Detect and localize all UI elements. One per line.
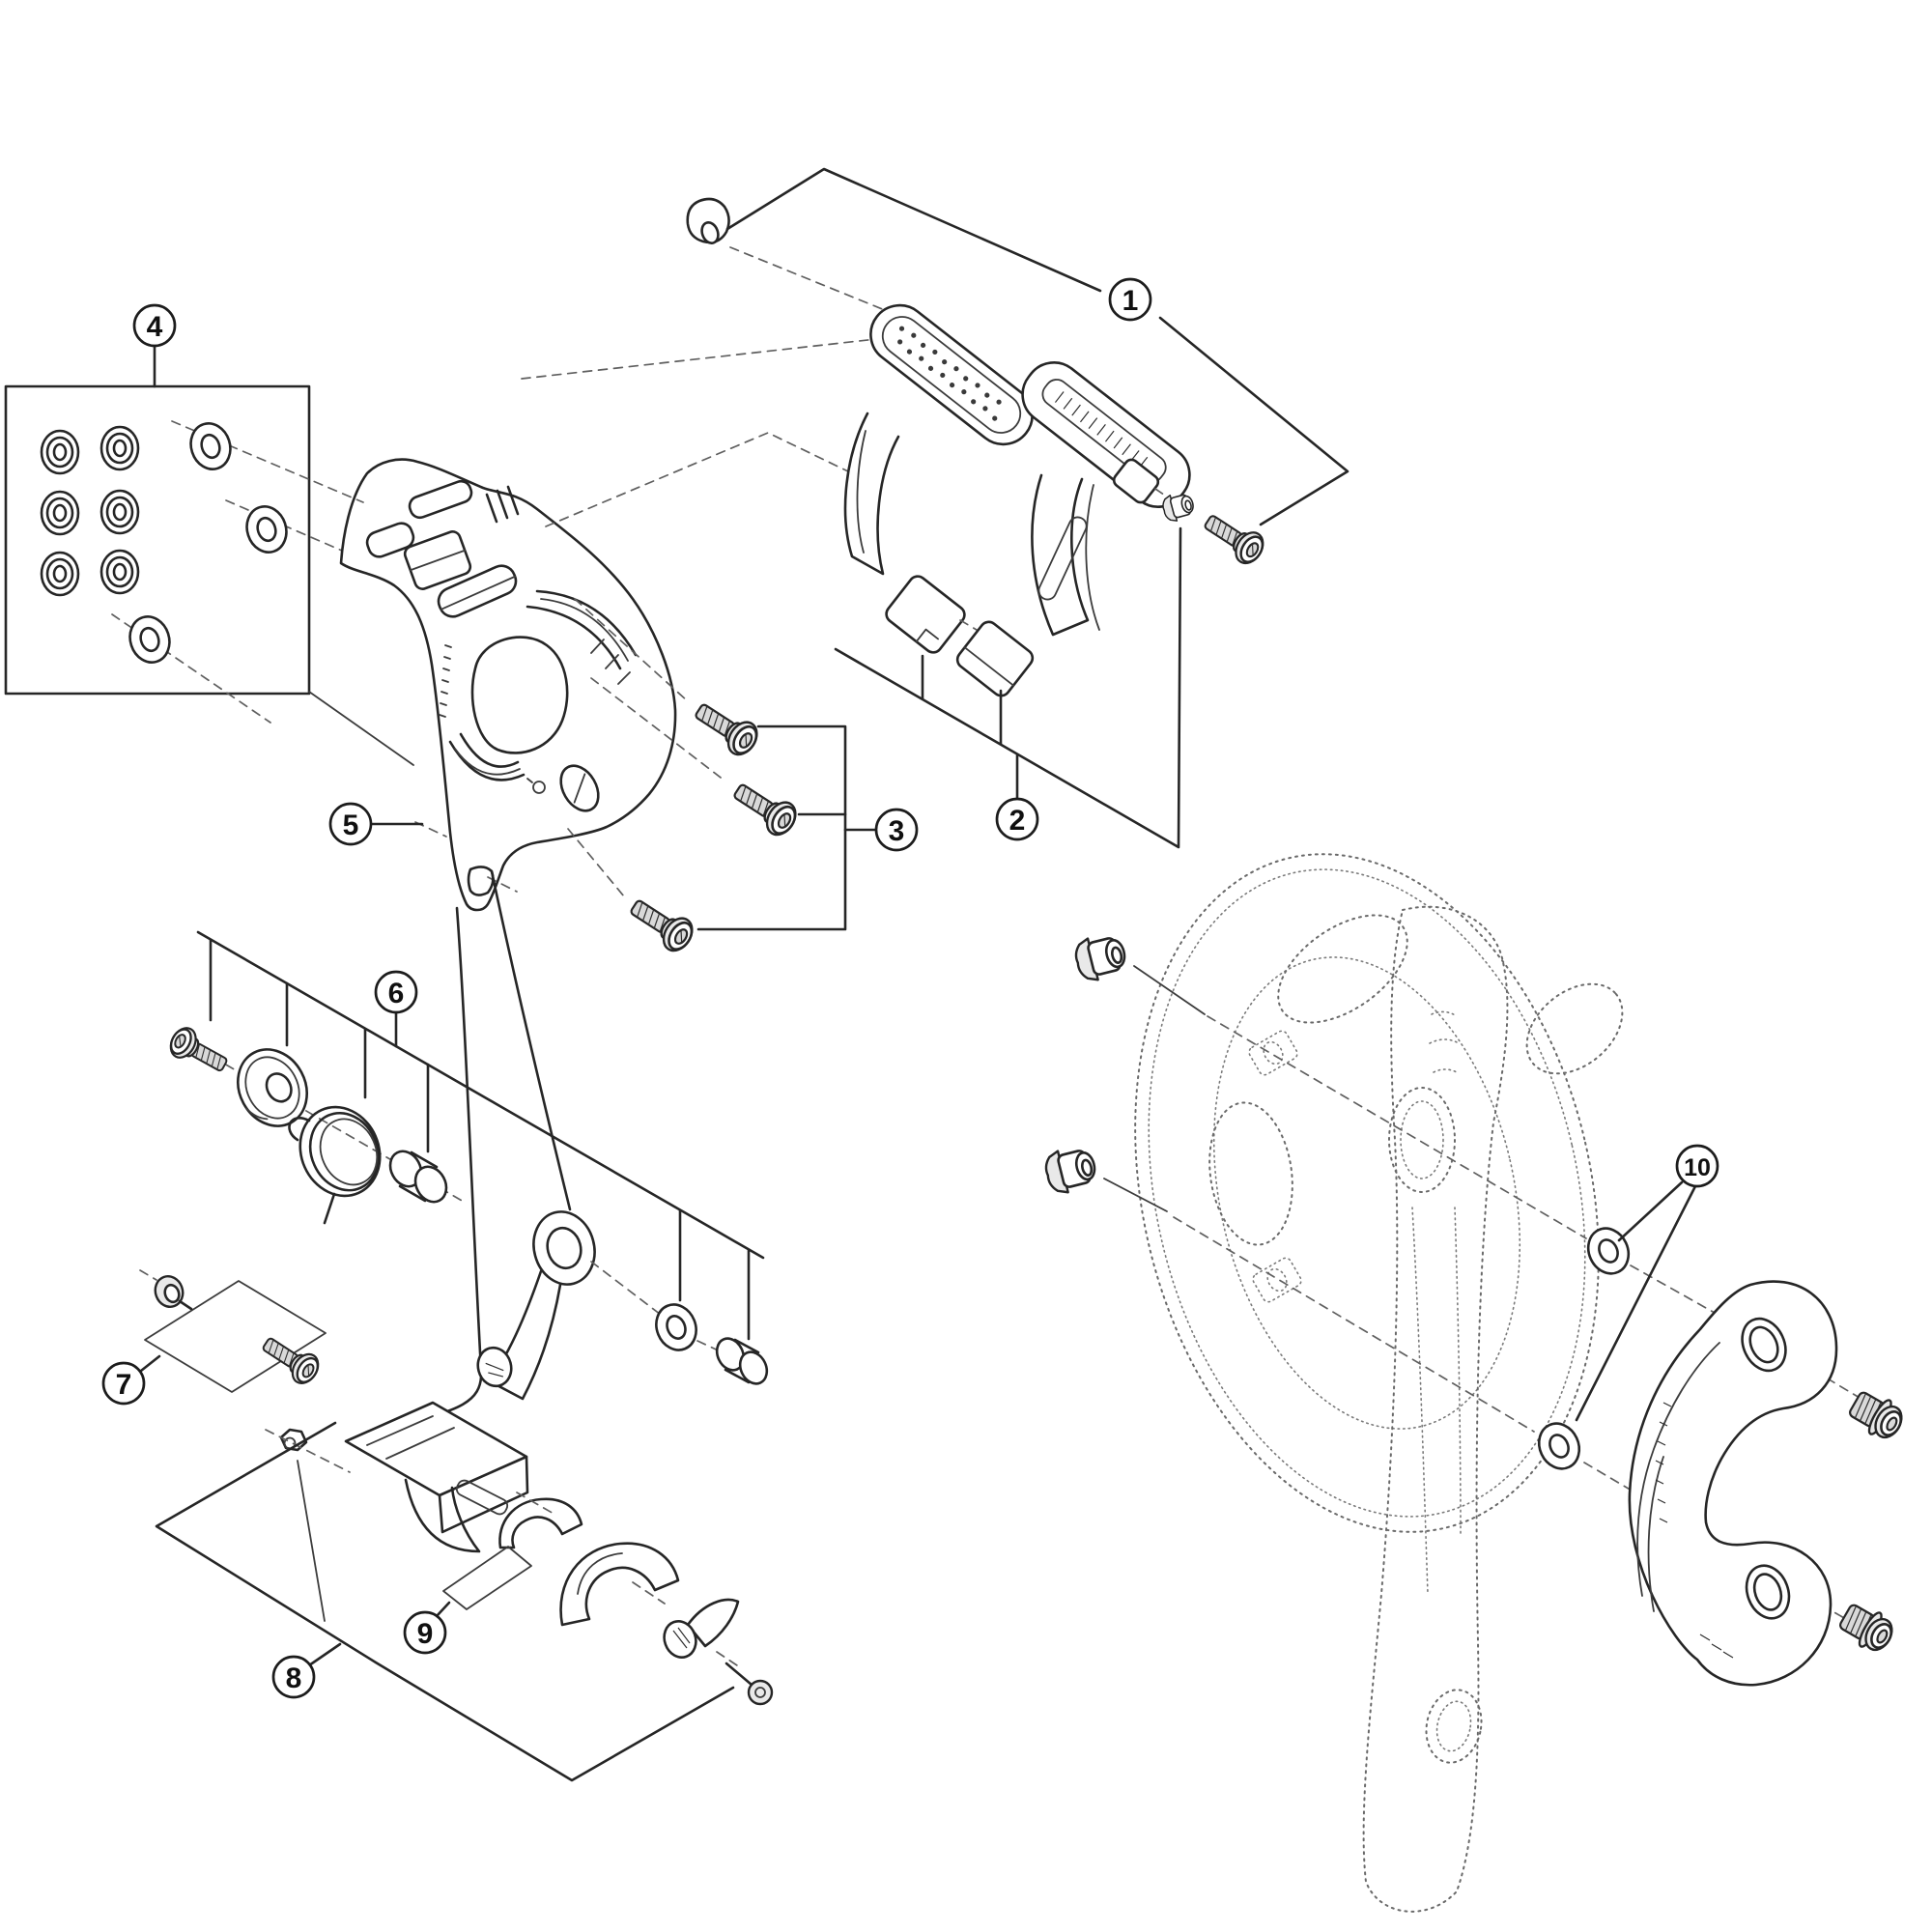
grommet-icon	[40, 490, 80, 536]
grommet-kit-box	[4, 384, 414, 766]
pulley-icon	[237, 1048, 308, 1127]
svg-text:9: 9	[417, 1618, 434, 1650]
bracket-2	[834, 526, 1182, 849]
bushing-icon	[388, 1150, 448, 1204]
socket-bolt-icon	[256, 1328, 325, 1390]
socket-bolt-icon	[623, 890, 699, 957]
inner-guide-plate	[521, 303, 1034, 654]
nut-icon	[1040, 1142, 1100, 1198]
grommet-icon	[99, 489, 140, 535]
svg-text:6: 6	[388, 978, 405, 1009]
tension-assembly	[164, 930, 769, 1385]
guide-pad-block	[885, 575, 966, 654]
bashguard-group	[1173, 1015, 1910, 1687]
small-nut-icon	[279, 1428, 308, 1452]
callout-9: 9	[403, 1601, 451, 1655]
callout-5: 5	[328, 802, 424, 846]
grommet-icon	[99, 549, 140, 595]
washer-icon	[648, 1296, 704, 1358]
pivot-bolt-icon	[164, 1022, 234, 1081]
callout-1: 1	[1108, 277, 1152, 322]
socket-bolt-icon	[688, 694, 764, 761]
socket-bolt-icon	[1197, 505, 1270, 570]
button-bolt-icon	[154, 1275, 193, 1311]
callout-8: 8	[271, 1642, 342, 1699]
lower-guide-assembly	[155, 1401, 774, 1782]
svg-text:3: 3	[889, 815, 905, 847]
grommet-icon	[40, 551, 80, 597]
roller-icon	[663, 1598, 740, 1659]
fixing-bolts-group	[567, 598, 878, 957]
base-plate	[339, 458, 677, 912]
chainring-nuts	[1040, 929, 1206, 1212]
callout-2: 2	[995, 797, 1039, 841]
base-plate-arm	[433, 869, 596, 1417]
guide-slider-large	[559, 1542, 680, 1627]
svg-text:5: 5	[343, 810, 359, 841]
callout-10: 10	[1675, 1144, 1719, 1188]
callout-4: 4	[132, 303, 177, 388]
nut-icon	[1070, 929, 1130, 985]
svg-text:10: 10	[1684, 1154, 1711, 1181]
washer-icon	[1579, 1220, 1637, 1282]
mount-bolts-group	[139, 1269, 327, 1393]
small-screw-icon	[724, 1662, 774, 1706]
svg-text:7: 7	[116, 1369, 132, 1401]
svg-text:4: 4	[147, 311, 163, 343]
top-mount-grommet	[686, 197, 907, 320]
callout-7: 7	[101, 1354, 161, 1406]
svg-text:2: 2	[1009, 805, 1026, 837]
crankset-phantom	[1134, 853, 1624, 1913]
callout-6: 6	[374, 970, 418, 1014]
washer-icon	[1530, 1415, 1588, 1477]
guide-slider-small	[498, 1497, 583, 1549]
callout-3: 3	[874, 808, 919, 852]
end-bushing-icon	[715, 1337, 769, 1385]
svg-text:1: 1	[1122, 285, 1139, 317]
outer-guide-plate	[955, 361, 1270, 697]
grommet-icon	[40, 429, 80, 475]
callouts: 1 2 3 4 5 6 7 8 9 10	[101, 277, 1719, 1699]
spring-icon	[288, 1105, 382, 1225]
svg-text:8: 8	[286, 1662, 302, 1694]
bracket-1	[725, 167, 1350, 526]
guide-pad-block	[955, 620, 1035, 697]
guard-bolt-icon	[1833, 1597, 1900, 1659]
socket-bolt-icon	[726, 774, 803, 841]
grommet-icon	[99, 425, 140, 471]
